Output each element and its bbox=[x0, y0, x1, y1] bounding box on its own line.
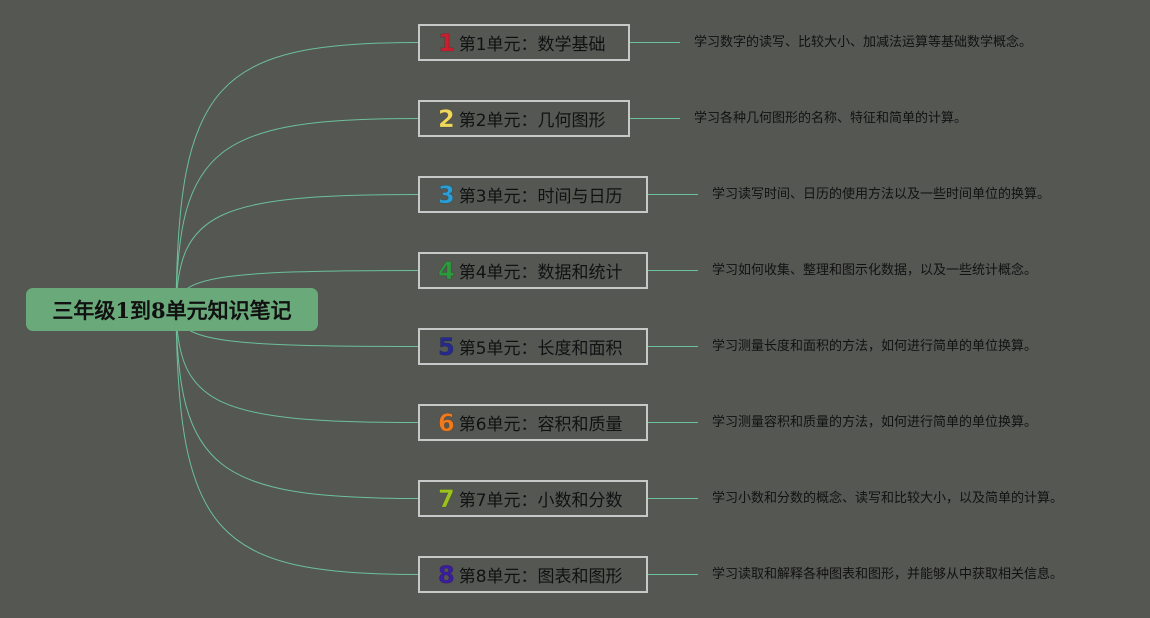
root-title: 三年级1到8单元知识笔记 bbox=[52, 297, 292, 323]
unit-node-8[interactable]: 8 第8单元：图表和图形 bbox=[418, 556, 648, 593]
unit-node-1[interactable]: 1 第1单元：数学基础 bbox=[418, 24, 630, 61]
unit-number-icon-4: 4 bbox=[438, 256, 455, 285]
connector-curve-7 bbox=[175, 308, 419, 499]
unit-description-8: 学习读取和解释各种图表和图形，并能够从中获取相关信息。 bbox=[712, 567, 1064, 582]
unit-label-7: 第7单元：小数和分数 bbox=[458, 491, 623, 511]
unit-number-icon-6: 6 bbox=[438, 408, 455, 437]
connector-curve-2 bbox=[175, 118, 419, 310]
unit-description-6: 学习测量容积和质量的方法，如何进行简单的单位换算。 bbox=[712, 415, 1038, 430]
unit-label-3: 第3单元：时间与日历 bbox=[458, 187, 623, 207]
unit-label-4: 第4单元：数据和统计 bbox=[458, 263, 623, 283]
unit-description-3: 学习读写时间、日历的使用方法以及一些时间单位的换算。 bbox=[712, 187, 1051, 202]
connector-curve-1 bbox=[175, 42, 419, 310]
unit-label-5: 第5单元：长度和面积 bbox=[458, 339, 623, 359]
unit-node-7[interactable]: 7 第7单元：小数和分数 bbox=[418, 480, 648, 517]
unit-node-6[interactable]: 6 第6单元：容积和质量 bbox=[418, 404, 648, 441]
unit-label-1: 第1单元：数学基础 bbox=[458, 35, 606, 55]
unit-number-icon-1: 1 bbox=[438, 28, 455, 57]
unit-description-5: 学习测量长度和面积的方法，如何进行简单的单位换算。 bbox=[712, 339, 1038, 354]
unit-label-2: 第2单元：几何图形 bbox=[458, 111, 606, 131]
root-topic[interactable]: 三年级1到8单元知识笔记 bbox=[26, 288, 318, 331]
unit-number-icon-2: 2 bbox=[438, 104, 455, 133]
connector-curve-3 bbox=[175, 194, 419, 310]
unit-number-icon-7: 7 bbox=[438, 484, 455, 513]
unit-number-icon-5: 5 bbox=[438, 332, 455, 361]
unit-node-2[interactable]: 2 第2单元：几何图形 bbox=[418, 100, 630, 137]
unit-node-4[interactable]: 4 第4单元：数据和统计 bbox=[418, 252, 648, 289]
unit-number-icon-3: 3 bbox=[438, 180, 455, 209]
unit-node-3[interactable]: 3 第3单元：时间与日历 bbox=[418, 176, 648, 213]
unit-description-2: 学习各种几何图形的名称、特征和简单的计算。 bbox=[694, 111, 968, 126]
unit-node-5[interactable]: 5 第5单元：长度和面积 bbox=[418, 328, 648, 365]
unit-label-8: 第8单元：图表和图形 bbox=[458, 567, 623, 587]
unit-description-1: 学习数字的读写、比较大小、加减法运算等基础数学概念。 bbox=[694, 35, 1033, 50]
unit-description-7: 学习小数和分数的概念、读写和比较大小，以及简单的计算。 bbox=[712, 491, 1064, 506]
unit-description-4: 学习如何收集、整理和图示化数据，以及一些统计概念。 bbox=[712, 263, 1038, 278]
unit-number-icon-8: 8 bbox=[438, 560, 455, 589]
connector-curve-8 bbox=[175, 308, 419, 575]
connector-curve-6 bbox=[175, 308, 419, 423]
unit-label-6: 第6单元：容积和质量 bbox=[458, 415, 623, 435]
